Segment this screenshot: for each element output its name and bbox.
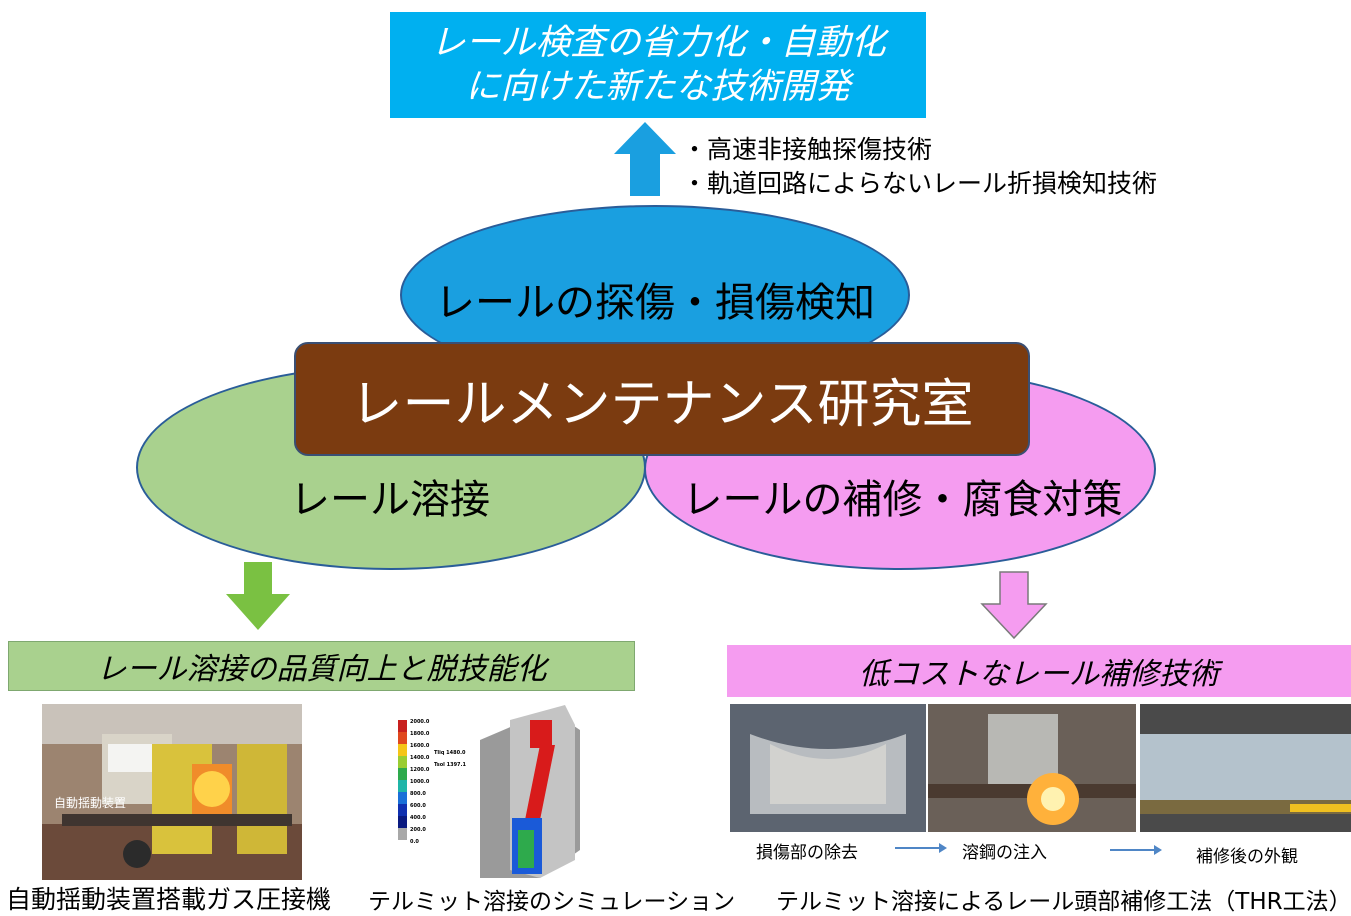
sim-legend-tick: 2000.0 [410,719,430,725]
lab-title: レールメンテナンス研究室 [294,342,1030,456]
arrow-right-icon [895,843,947,853]
goal-bullet-list: ・高速非接触探傷技術 ・軌道回路によらないレール折損検知技術 [682,133,1157,201]
sim-tliq-value: 1480.0 [446,750,466,756]
sim-legend-tick: 1800.0 [410,731,430,737]
sim-legend-tick: 1400.0 [410,755,430,761]
sim-legend-tick: 0.0 [410,839,419,845]
repair-banner: 低コストなレール補修技術 [727,645,1351,697]
repair-photo-removal [730,704,926,832]
sim-legend-tick: 600.0 [410,803,426,809]
thermite-simulation-image: 2000.0 1800.0 1600.0 1400.0 1200.0 1000.… [390,700,610,880]
sim-legend-tick: 1000.0 [410,779,430,785]
welding-banner-text: レール溶接の品質向上と脱技能化 [96,652,547,687]
sim-legend-tick: 1600.0 [410,743,430,749]
sim-tsol-value: 1397.1 [446,762,466,768]
sim-legend-tick: 400.0 [410,815,426,821]
topic-label-welding: レール溶接 [290,477,490,523]
sim-legend-tick: 200.0 [410,827,426,833]
sim-tliq: Tliq 1480.0 [434,750,465,756]
welding-banner: レール溶接の品質向上と脱技能化 [8,641,635,691]
sim-tliq-label: Tliq [434,750,445,756]
thr-method-caption: テルミット溶接によるレール頭部補修工法（THR工法） [776,889,1351,915]
welding-machine-photo: 自動揺動装置 [42,704,302,880]
repair-banner-text: 低コストなレール補修技術 [859,657,1219,692]
arrow-down-right-icon [980,571,1048,640]
sim-tsol-label: Tsol [434,762,445,768]
sim-legend: 2000.0 1800.0 1600.0 1400.0 1200.0 1000.… [410,716,429,848]
arrow-up-icon [614,122,676,196]
topic-label-inspection: レールの探傷・損傷検知 [435,280,875,326]
goal-bullet-item: ・軌道回路によらないレール折損検知技術 [682,169,1158,198]
goal-line-2: に向けた新たな技術開発 [465,67,851,107]
sim-legend-tick: 800.0 [410,791,426,797]
welding-machine-caption: 自動揺動装置搭載ガス圧接機 [6,885,332,914]
arrow-down-left-icon [226,562,290,630]
goal-bullet-item: ・高速非接触探傷技術 [682,135,933,164]
welding-machine-photo-label: 自動揺動装置 [54,796,127,810]
goal-line-1: レール検査の省力化・自動化 [430,23,886,63]
repair-step-label: 損傷部の除去 [756,843,858,863]
repair-photo-pouring [928,704,1136,832]
thermite-simulation-caption: テルミット溶接のシミュレーション [368,889,736,915]
repair-step-label: 補修後の外観 [1196,847,1298,867]
sim-legend-tick: 1200.0 [410,767,430,773]
arrow-right-icon [1110,845,1162,855]
lab-title-text: レールメンテナンス研究室 [350,374,974,435]
repair-photo-result [1140,704,1351,832]
goal-box: レール検査の省力化・自動化 に向けた新たな技術開発 [390,12,926,118]
repair-step-label: 溶鋼の注入 [962,843,1047,863]
topic-label-repair: レールの補修・腐食対策 [682,477,1123,523]
sim-tsol: Tsol 1397.1 [434,762,466,768]
